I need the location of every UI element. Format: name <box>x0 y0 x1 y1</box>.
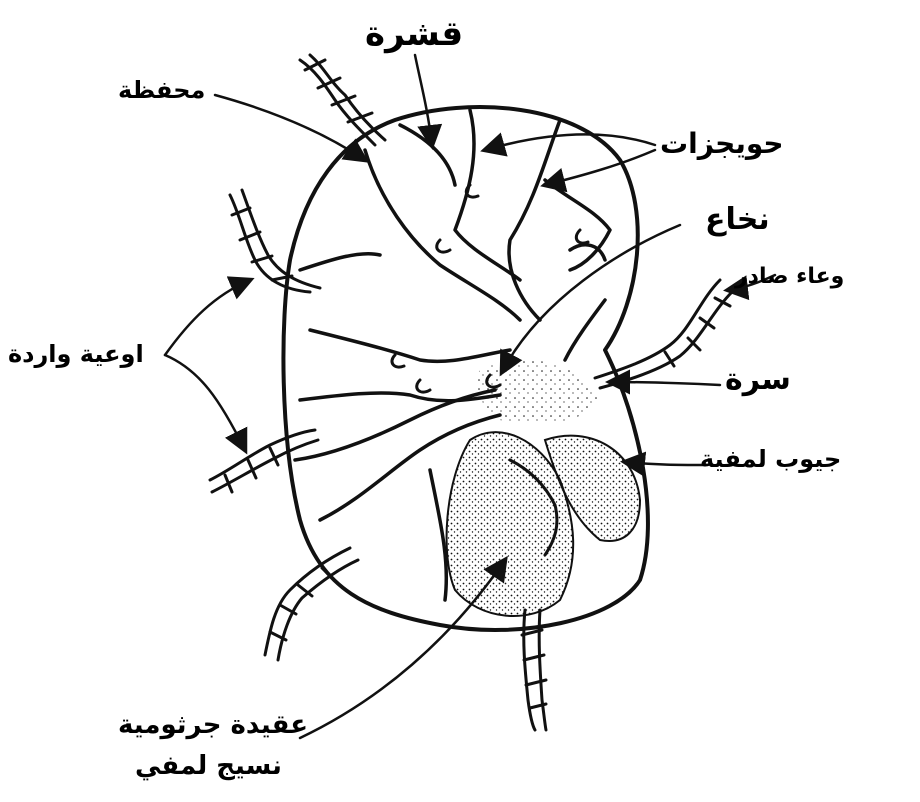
label-lymph-sinuses: جيوب لمفية <box>700 447 841 471</box>
afferent-vessel-bottom-left <box>265 548 358 660</box>
label-afferent-vessels: اوعية واردة <box>8 342 144 366</box>
leader-capsule <box>215 95 365 160</box>
leader-septa-2 <box>545 150 655 185</box>
leader-afferent-2 <box>165 355 245 450</box>
label-medulla: نخاع <box>705 205 770 235</box>
label-lymphoid-tissue: نسيج لمفي <box>135 753 282 779</box>
label-hilum: سرة <box>725 365 791 395</box>
leader-sinuses <box>625 462 705 465</box>
label-efferent-vessel: وعاء صادر <box>735 266 844 288</box>
leader-hilum <box>610 382 720 385</box>
label-cortex: قشرة <box>365 17 463 51</box>
label-germinal-center: عقيدة جرثومية <box>118 712 308 738</box>
leader-septa-1 <box>485 134 655 150</box>
afferent-vessel-lower-left <box>210 430 318 492</box>
label-septa: حويجزات <box>660 130 784 158</box>
label-capsule: محفظة <box>118 78 205 102</box>
medulla-dots <box>476 360 600 424</box>
leader-cortex <box>415 55 432 145</box>
leader-afferent-1 <box>165 280 250 355</box>
